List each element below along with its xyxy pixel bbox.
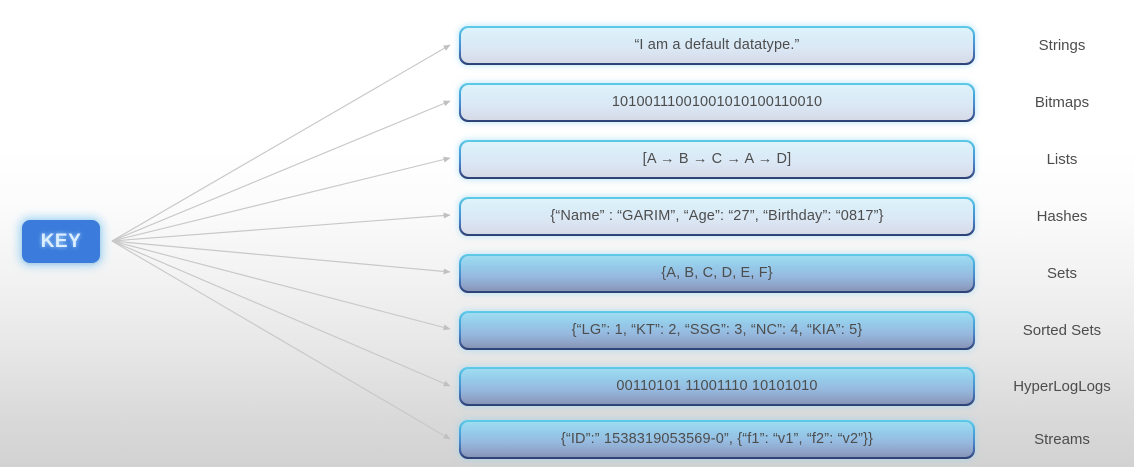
type-label-hyperloglogs: HyperLogLogs	[1013, 378, 1111, 395]
type-label-strings: Strings	[1038, 37, 1086, 54]
value-row-sets[interactable]: {A, B, C, D, E, F}	[459, 254, 975, 293]
type-label-sorted-sets: Sorted Sets	[1022, 322, 1102, 339]
value-box-inner: {“LG”: 1, “KT”: 2, “SSG”: 3, “NC”: 4, “K…	[460, 312, 974, 349]
value-text: “I am a default datatype.”	[634, 37, 800, 54]
type-label-sets: Sets	[1046, 265, 1077, 282]
key-node[interactable]: KEY	[22, 220, 100, 263]
value-box-inner: {“ID”:” 1538319053569-0”, {“f1”: “v1”, “…	[460, 421, 974, 458]
value-box: “I am a default datatype.”	[459, 26, 975, 65]
value-row-hashes[interactable]: {“Name” : “GARIM”, “Age”: “27”, “Birthda…	[459, 197, 975, 236]
arrow-to-strings	[111, 44, 451, 242]
type-label-lists: Lists	[1046, 151, 1078, 168]
arrow-to-hashes	[111, 212, 451, 242]
type-label-bitmaps: Bitmaps	[1034, 94, 1090, 111]
type-label-hashes: Hashes	[1036, 208, 1088, 225]
value-row-strings[interactable]: “I am a default datatype.”	[459, 26, 975, 65]
value-row-bitmaps[interactable]: 10100111001001010100110010	[459, 83, 975, 122]
arrow-to-sets	[111, 240, 451, 275]
value-row-lists[interactable]: [A → B → C → A → D]	[459, 140, 975, 179]
value-box-inner: “I am a default datatype.”	[460, 27, 974, 64]
value-box: [A → B → C → A → D]	[459, 140, 975, 179]
value-row-streams[interactable]: {“ID”:” 1538319053569-0”, {“f1”: “v1”, “…	[459, 420, 975, 459]
value-box: {“ID”:” 1538319053569-0”, {“f1”: “v1”, “…	[459, 420, 975, 459]
value-text: {“ID”:” 1538319053569-0”, {“f1”: “v1”, “…	[560, 431, 874, 448]
value-text: {“Name” : “GARIM”, “Age”: “27”, “Birthda…	[550, 208, 884, 225]
value-text: 10100111001001010100110010	[611, 94, 823, 111]
value-box-inner: [A → B → C → A → D]	[460, 141, 974, 178]
type-label-streams: Streams	[1034, 431, 1090, 448]
arrow-to-bitmaps	[111, 100, 451, 242]
value-row-sorted-sets[interactable]: {“LG”: 1, “KT”: 2, “SSG”: 3, “NC”: 4, “K…	[459, 311, 975, 350]
value-row-hyperloglogs[interactable]: 00110101 11001110 10101010	[459, 367, 975, 406]
arrow-to-lists	[111, 156, 451, 242]
value-text: 00110101 11001110 10101010	[616, 378, 818, 395]
value-box-inner: 10100111001001010100110010	[460, 84, 974, 121]
value-box: {“Name” : “GARIM”, “Age”: “27”, “Birthda…	[459, 197, 975, 236]
value-text: [A → B → C → A → D]	[642, 151, 792, 168]
value-box: 00110101 11001110 10101010	[459, 367, 975, 406]
value-box: {A, B, C, D, E, F}	[459, 254, 975, 293]
value-box: {“LG”: 1, “KT”: 2, “SSG”: 3, “NC”: 4, “K…	[459, 311, 975, 350]
value-box-inner: {“Name” : “GARIM”, “Age”: “27”, “Birthda…	[460, 198, 974, 235]
arrow-to-streams	[111, 240, 451, 440]
value-text: {“LG”: 1, “KT”: 2, “SSG”: 3, “NC”: 4, “K…	[571, 322, 863, 339]
value-box-inner: 00110101 11001110 10101010	[460, 368, 974, 405]
value-box-inner: {A, B, C, D, E, F}	[460, 255, 974, 292]
value-text: {A, B, C, D, E, F}	[661, 265, 773, 282]
key-node-label: KEY	[40, 230, 82, 252]
arrow-to-hyperloglogs	[111, 240, 451, 387]
arrow-to-sorted-sets	[111, 240, 451, 331]
value-box: 10100111001001010100110010	[459, 83, 975, 122]
